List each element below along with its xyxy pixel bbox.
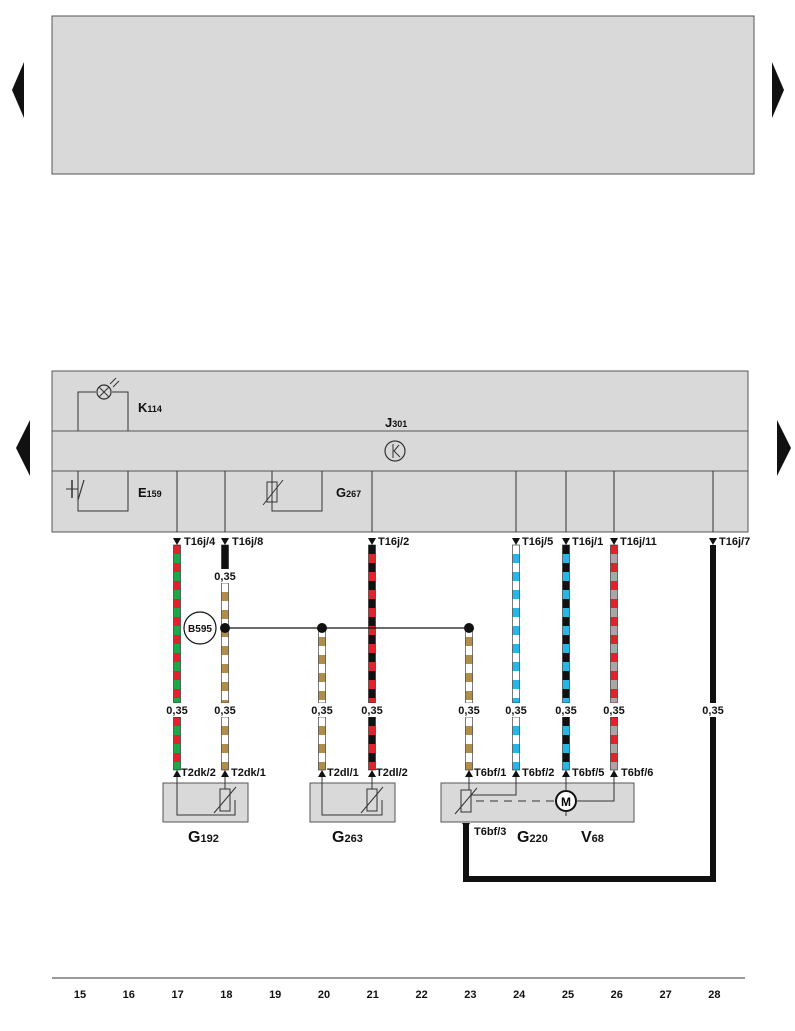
svg-text:M: M: [561, 795, 571, 809]
component-label-g267: G267: [336, 485, 361, 500]
control-unit-panel: [51, 370, 749, 533]
track-number: 25: [562, 989, 574, 1001]
track-numbers: 15 16 17 18 19 20 21 22 23 24 25 26 27 28: [74, 989, 721, 1001]
top-panel: [51, 15, 755, 175]
lamp-icon: [77, 377, 129, 431]
nav-arrow-right-icon[interactable]: [772, 62, 784, 118]
nav-arrow-right-icon[interactable]: [777, 420, 791, 476]
thermistor-icon: [321, 777, 384, 816]
junction-dot: [464, 623, 474, 633]
track-number: 15: [74, 989, 86, 1001]
actuator-box-g220-v68: [440, 782, 635, 823]
wire-size-label: 0,35: [311, 705, 332, 717]
splice-label: B595: [188, 624, 212, 635]
track-number: 16: [123, 989, 135, 1001]
wire-size-label: 0,35: [702, 705, 723, 717]
component-label-g263: G263: [332, 829, 363, 846]
junction-dot: [220, 623, 230, 633]
track-number: 20: [318, 989, 330, 1001]
track-number: 23: [464, 989, 476, 1001]
pin-label: T2dk/1: [231, 767, 266, 779]
pin-label: T2dl/1: [327, 767, 359, 779]
motor-icon: M: [555, 777, 615, 816]
clock-icon: [384, 440, 406, 462]
pin-label: T6bf/5: [572, 767, 604, 779]
wire-size-label: 0,35: [214, 705, 235, 717]
track-number: 17: [171, 989, 183, 1001]
track-number: 18: [220, 989, 232, 1001]
pin-label: T6bf/3: [474, 826, 506, 838]
pin-label: T16j/11: [620, 536, 657, 548]
switch-icon: [66, 471, 129, 512]
wire-size-label: 0,35: [505, 705, 526, 717]
track-number: 27: [659, 989, 671, 1001]
track-number: 24: [513, 989, 526, 1001]
component-label-k114: K114: [138, 400, 162, 415]
component-label-e159: E159: [138, 485, 162, 500]
pin-label: T6bf/1: [474, 767, 506, 779]
track-number: 26: [611, 989, 623, 1001]
component-label-g220: G220: [517, 829, 548, 846]
thermistor-icon: [262, 471, 323, 512]
junction-dot: [317, 623, 327, 633]
pin-label: T16j/8: [232, 536, 263, 548]
pin-label: T16j/7: [719, 536, 750, 548]
wire-size-label: 0,35: [166, 705, 187, 717]
thermistor-icon: [176, 777, 237, 816]
pin-label: T6bf/2: [522, 767, 554, 779]
component-label-j301: J301: [385, 415, 407, 430]
pin-label: T16j/1: [572, 536, 603, 548]
pin-label: T2dl/2: [376, 767, 408, 779]
track-number: 28: [708, 989, 720, 1001]
pin-label: T16j/5: [522, 536, 553, 548]
wire-size-label: 0,35: [458, 705, 479, 717]
wires-group: [173, 544, 618, 771]
pin-label: T16j/2: [378, 536, 409, 548]
track-number: 19: [269, 989, 281, 1001]
thermistor-icon: [454, 777, 556, 815]
wire-size-label: 0,35: [361, 705, 382, 717]
pin-label: T16j/4: [184, 536, 216, 548]
wire-size-label: 0,35: [603, 705, 624, 717]
wire-size-label: 0,35: [214, 571, 235, 583]
component-label-g192: G192: [188, 829, 219, 846]
track-number: 21: [367, 989, 379, 1001]
pin-label: T2dk/2: [181, 767, 216, 779]
wire-size-label: 0,35: [555, 705, 576, 717]
nav-arrow-left-icon[interactable]: [12, 62, 24, 118]
splice-b595: [183, 611, 217, 645]
track-number: 22: [415, 989, 427, 1001]
nav-arrow-left-icon[interactable]: [16, 420, 30, 476]
pin-label: T6bf/6: [621, 767, 653, 779]
component-label-v68: V68: [581, 829, 604, 846]
